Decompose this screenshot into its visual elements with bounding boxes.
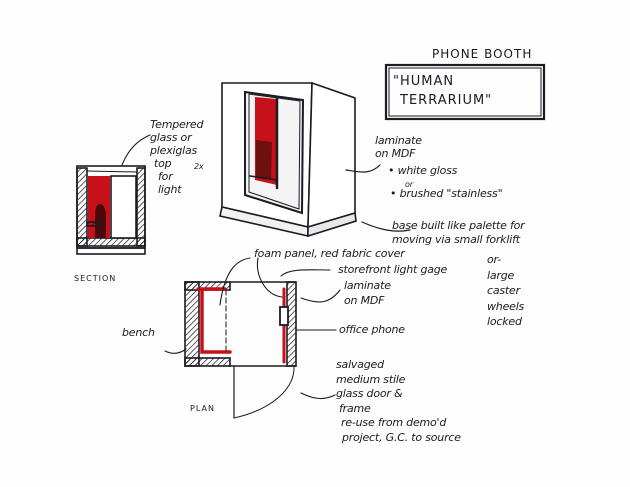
note-finish-or: or <box>405 180 413 189</box>
note-base-1: base built like palette for <box>392 219 525 232</box>
note-storefront: storefront light gage <box>338 263 448 276</box>
label-plan: PLAN <box>190 404 215 413</box>
title-name-line2: TERRARIUM" <box>400 93 493 108</box>
note-foam: foam panel, red fabric cover <box>254 247 405 260</box>
note-top-glass: Tempered glass or plexiglas top for ligh… <box>150 118 204 196</box>
section-drawing <box>76 134 151 255</box>
note-laminate-2: on MDF <box>375 147 416 160</box>
note-office-phone: office phone <box>339 323 405 336</box>
note-casters: or- large caster wheels locked <box>487 253 525 328</box>
note-door: salvaged medium stile glass door & frame… <box>336 358 461 444</box>
note-top-glass-qty: 2x <box>194 162 204 171</box>
title-name-line1: "HUMAN <box>393 74 455 89</box>
note-plan-laminate-2: on MDF <box>344 294 385 307</box>
note-finish-2: • brushed "stainless" <box>390 187 503 200</box>
booth-perspective <box>219 81 411 238</box>
note-bench: bench <box>122 326 155 339</box>
note-base-2: moving via small forklift <box>392 233 520 246</box>
title-box <box>384 63 546 121</box>
note-laminate-1: laminate <box>375 134 422 147</box>
note-finish-1: • white gloss <box>388 164 458 177</box>
note-plan-laminate-1: laminate <box>344 279 391 292</box>
plan-drawing <box>164 257 341 419</box>
label-section: SECTION <box>74 274 117 283</box>
title-heading: PHONE BOOTH <box>432 47 533 61</box>
